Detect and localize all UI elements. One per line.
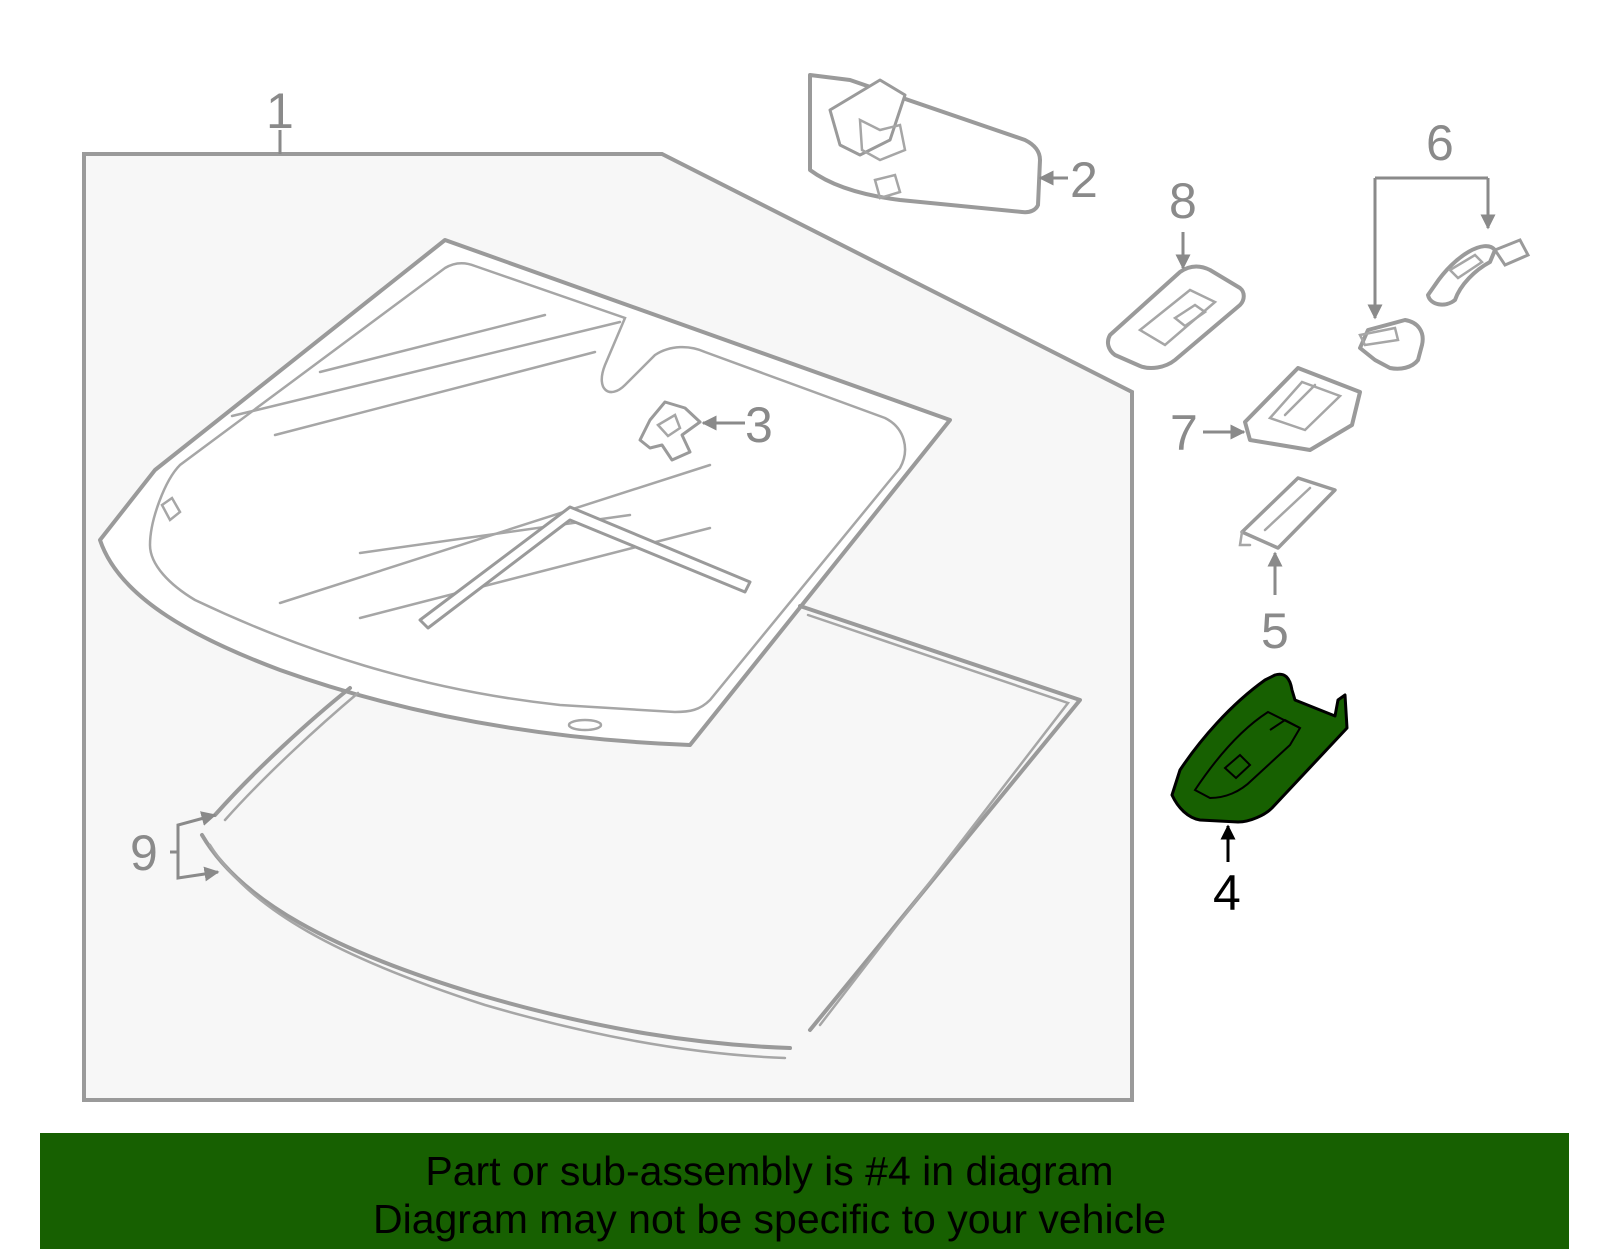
- callout-2: 2: [1070, 152, 1098, 208]
- callout-3: 3: [745, 397, 773, 453]
- info-banner: Part or sub-assembly is #4 in diagram Di…: [40, 1133, 1569, 1249]
- callout-6: 6: [1426, 115, 1454, 171]
- banner-line-part: Part or sub-assembly is #4 in diagram: [425, 1148, 1114, 1194]
- camera-cover-4[interactable]: [1170, 672, 1349, 862]
- callout-5: 5: [1261, 603, 1289, 659]
- callout-4: 4: [1213, 865, 1241, 921]
- rearview-mirror[interactable]: [808, 73, 1068, 215]
- garnish-strip[interactable]: [418, 505, 752, 630]
- callout-8: 8: [1169, 173, 1197, 229]
- callout-9: 9: [130, 825, 158, 881]
- camera-module-7[interactable]: [1203, 366, 1362, 452]
- banner-line-disclaimer: Diagram may not be specific to your vehi…: [372, 1196, 1166, 1242]
- callout-1: 1: [266, 83, 294, 139]
- leader-9: [170, 811, 220, 882]
- bracket-3[interactable]: [638, 400, 745, 462]
- callout-7: 7: [1170, 405, 1198, 461]
- rain-sensor-6[interactable]: [1358, 176, 1531, 371]
- sensor-cover-8[interactable]: [1105, 232, 1246, 370]
- reveal-molding[interactable]: [200, 604, 1082, 1060]
- mount-bracket-5[interactable]: [1238, 476, 1337, 595]
